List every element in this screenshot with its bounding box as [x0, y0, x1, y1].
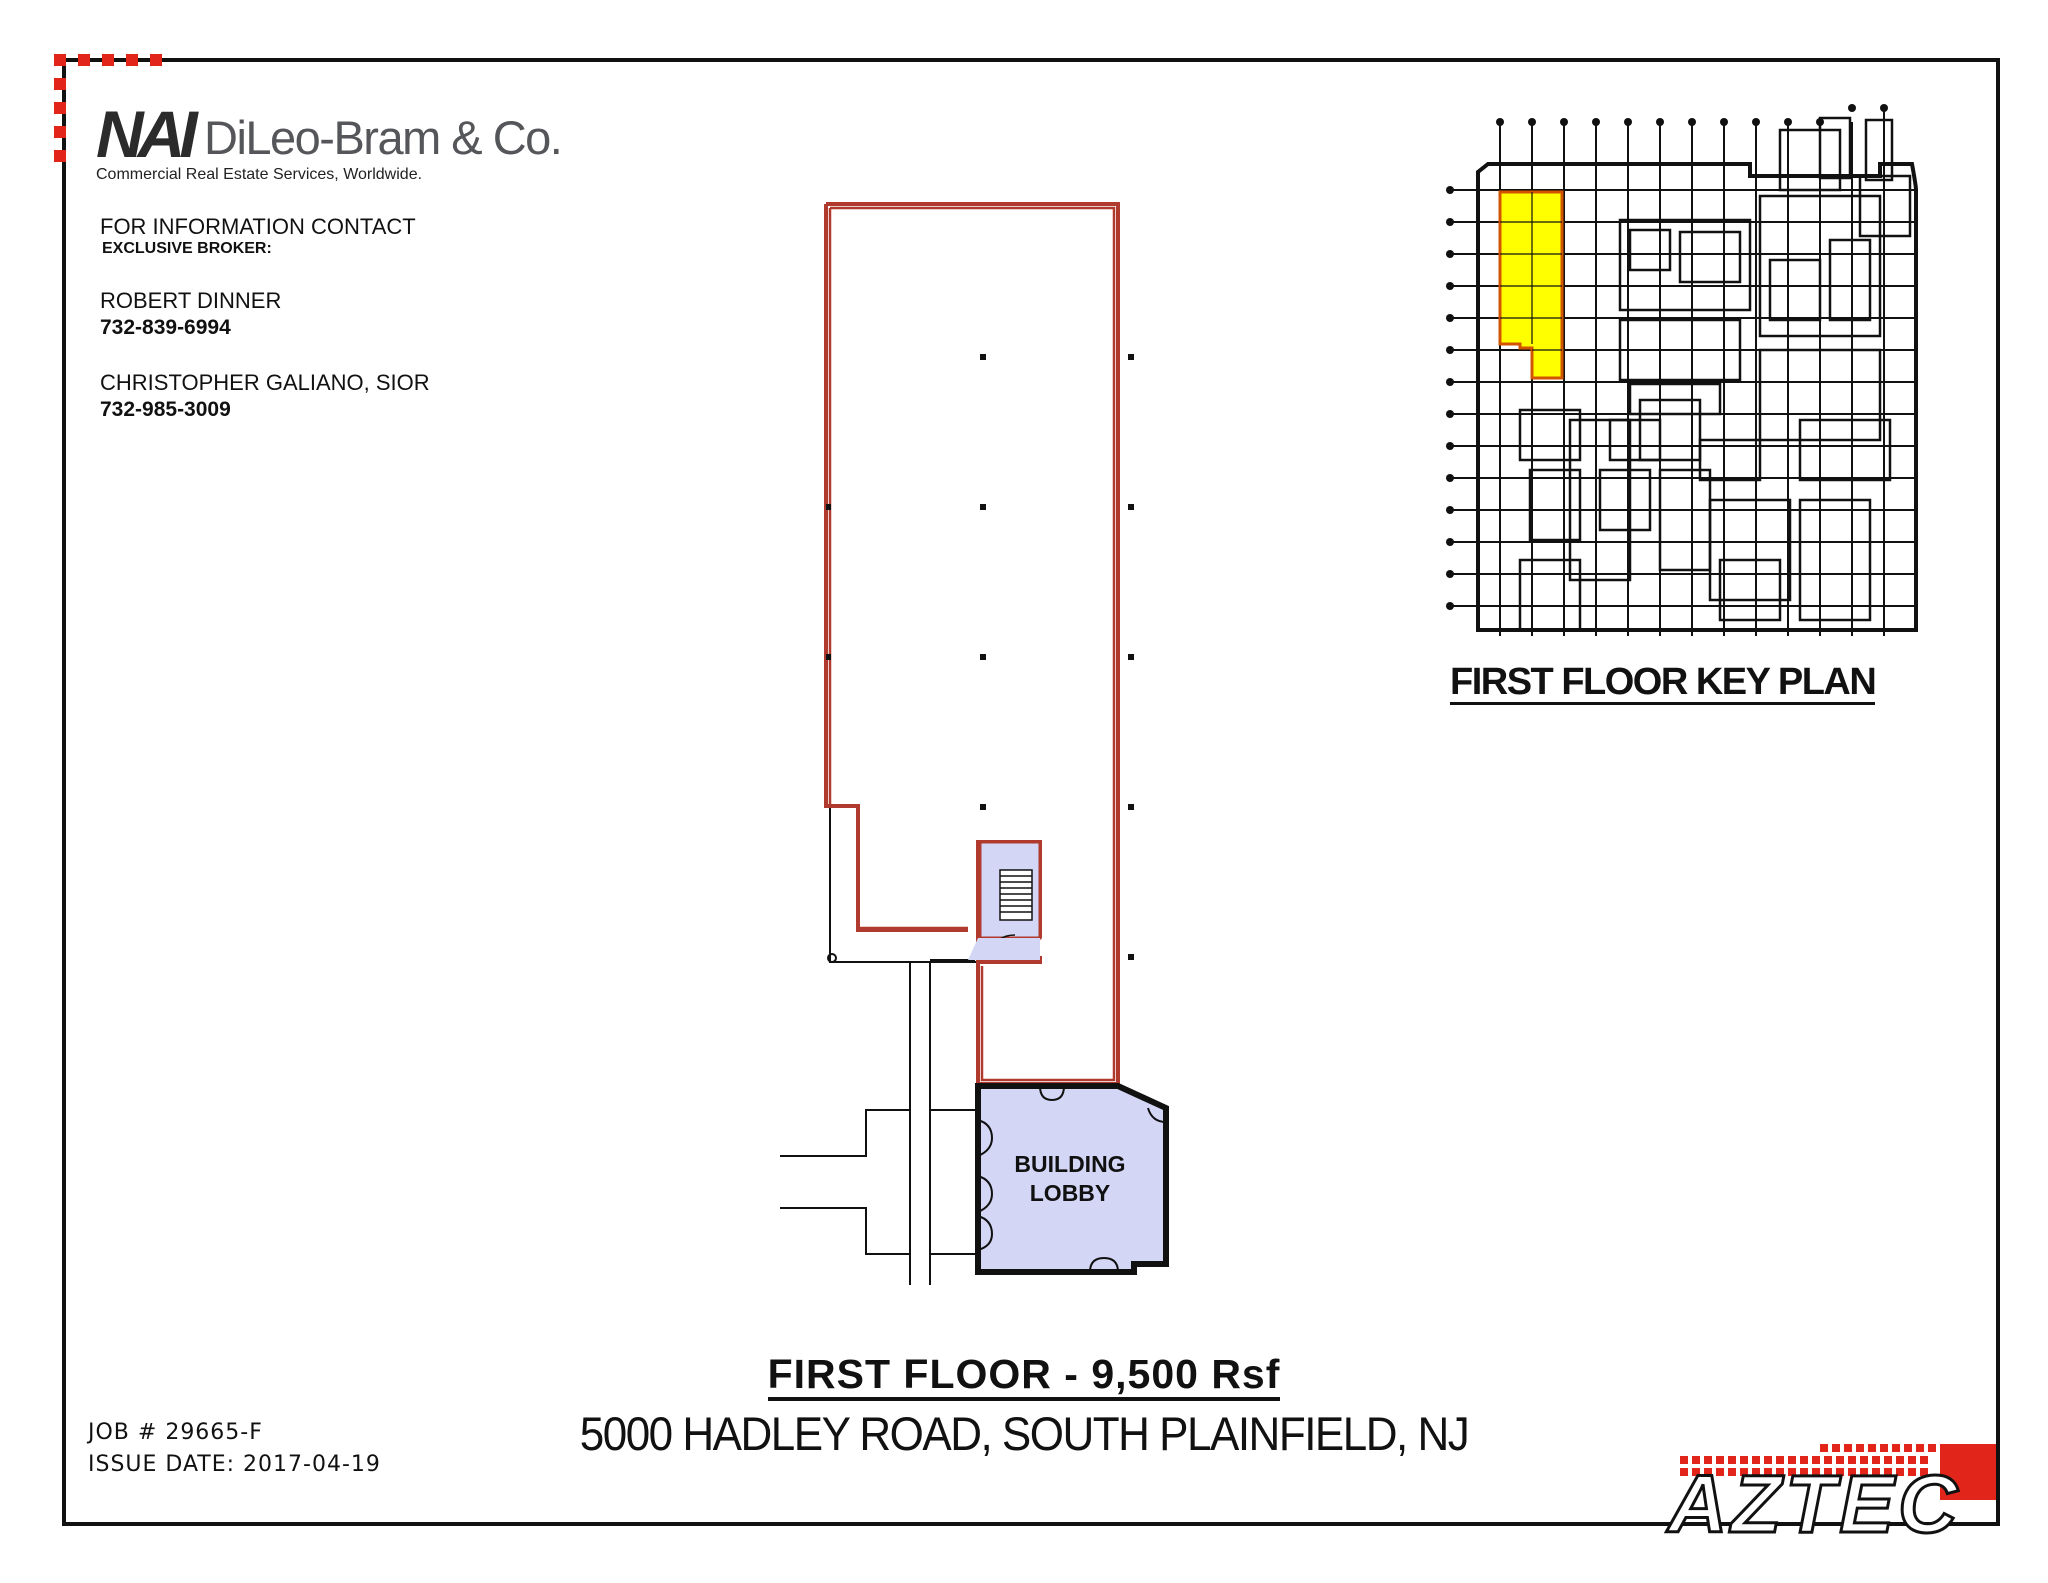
floor-plan	[780, 202, 1169, 1285]
key-plan-building-outline	[1476, 162, 1918, 632]
columns	[826, 354, 1134, 963]
suite-inner-line	[828, 206, 1116, 1082]
exterior-walkway	[780, 1109, 978, 1255]
lobby-doors	[977, 1085, 1167, 1273]
nai-mark: NAI	[96, 97, 198, 171]
nai-logo: NAI DiLeo-Bram & Co. Commercial Real Est…	[96, 97, 563, 183]
key-plan	[1446, 104, 1918, 636]
broker-2-phone: 732-985-3009	[100, 398, 231, 421]
stair-landing	[968, 938, 1040, 960]
plan-title-wrap: FIRST FLOOR - 9,500 Rsf	[0, 1351, 2048, 1401]
property-address: 5000 HADLEY ROAD, SOUTH PLAINFIELD, NJ	[579, 1408, 1470, 1461]
broker-1-phone: 732-839-6994	[100, 316, 231, 339]
broker-1-name: ROBERT DINNER	[100, 288, 282, 313]
key-plan-grid-bubbles	[1446, 104, 1888, 610]
firm-tagline: Commercial Real Estate Services, Worldwi…	[96, 166, 423, 183]
broker-2-name: CHRISTOPHER GALIANO, SIOR	[100, 370, 430, 395]
aztec-logo-pattern	[1680, 1444, 1996, 1500]
drawing-border	[62, 58, 2000, 1526]
aztec-logo-text: AZTEC	[1666, 1458, 1962, 1552]
suite-corridor-wall	[856, 804, 968, 932]
key-plan-rooms	[1518, 116, 1912, 632]
lobby-label: BUILDING LOBBY	[990, 1150, 1150, 1208]
contact-heading: FOR INFORMATION CONTACT	[100, 214, 416, 239]
contact-subheading: EXCLUSIVE BROKER:	[102, 240, 272, 257]
key-plan-title: FIRST FLOOR KEY PLAN	[1450, 661, 1877, 705]
issue-date: ISSUE DATE: 2017-04-19	[88, 1452, 381, 1477]
lobby-label-line2: LOBBY	[1029, 1180, 1111, 1206]
stair-treads	[989, 869, 1033, 956]
key-plan-suite-gridlines	[1500, 192, 1562, 351]
lobby-label-line1: BUILDING	[1014, 1151, 1126, 1177]
plan-title: FIRST FLOOR - 9,500 Rsf	[767, 1351, 1281, 1401]
job-number: JOB # 29665-F	[88, 1420, 263, 1445]
key-plan-grid	[1450, 108, 1916, 636]
firm-name: DiLeo-Bram & Co.	[204, 111, 563, 164]
building-lobby	[975, 1083, 1169, 1275]
